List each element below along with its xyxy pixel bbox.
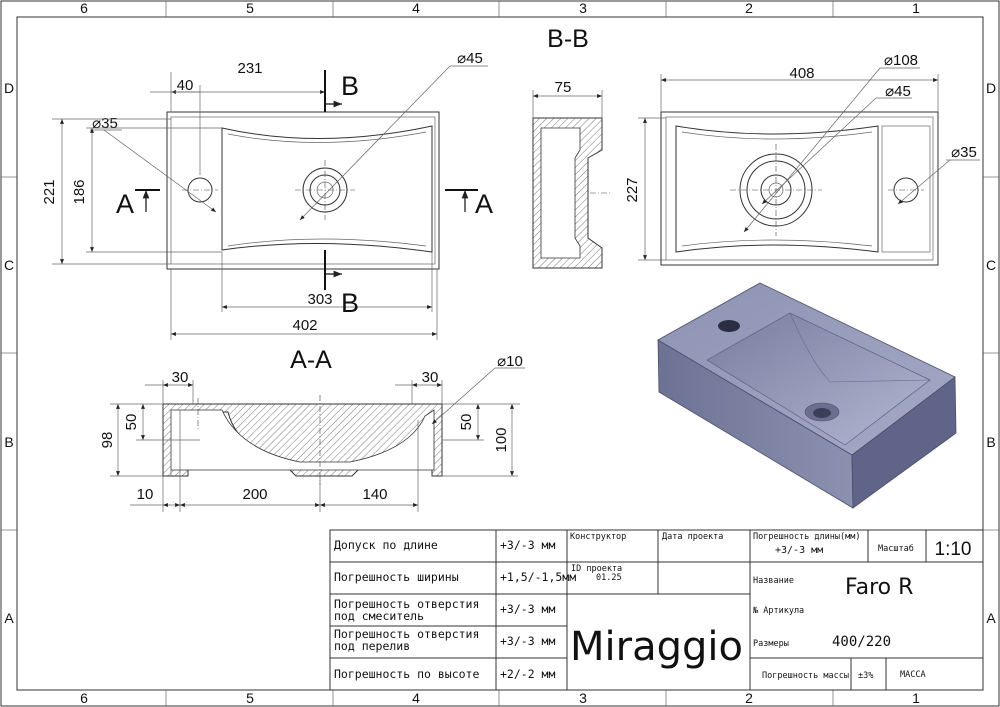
cut-label-a-right: A (475, 189, 493, 219)
dim-98: 98 (99, 432, 116, 449)
section-bb-label: B-B (547, 25, 589, 53)
dim-186: 186 (71, 179, 88, 204)
tb-article-label: № Артикула (752, 606, 804, 616)
zone-bottom-5: 5 (246, 690, 254, 706)
tb-row-4-value: +3/-3 мм (500, 634, 555, 648)
tb-length-error-label: Погрешность длины(мм) (753, 532, 860, 542)
zone-bottom-3: 3 (579, 690, 587, 706)
dim-408: 408 (789, 65, 814, 82)
section-bb: B-B 75 (532, 25, 610, 269)
zone-top-1: 1 (912, 0, 920, 16)
zone-right-c: C (986, 257, 996, 273)
dim-231: 231 (237, 60, 262, 77)
title-block: Допуск по длине +3/-3 мм Погрешность шир… (329, 529, 984, 691)
zone-top-5: 5 (246, 0, 254, 16)
dim-50-left: 50 (123, 414, 140, 431)
zone-right-b: B (986, 434, 995, 450)
zone-right-a: A (986, 610, 996, 626)
tb-mass-error-label: Погрешность массы (762, 671, 849, 681)
zone-left-a: A (4, 610, 14, 626)
tb-project-id-value: 01.25 (596, 573, 622, 583)
dim-140: 140 (362, 486, 387, 503)
dim-303: 303 (307, 291, 332, 308)
zone-right-d: D (986, 80, 996, 96)
tb-row-3-label-line2: под смеситель (334, 609, 424, 623)
dim-45-bottom: ⌀45 (885, 83, 911, 100)
zone-left-c: C (4, 257, 14, 273)
tb-length-error-value: +3/-3 мм (775, 545, 823, 556)
tb-size-label: Размеры (753, 639, 789, 649)
dim-227: 227 (624, 177, 641, 202)
cut-label-a-left: A (116, 189, 134, 219)
zone-labels: 6 5 4 3 2 1 6 5 4 3 2 1 D C B A D C B A (4, 0, 996, 706)
tb-row-4-label-line1: Погрешность отверстия (334, 627, 479, 641)
zone-top-6: 6 (80, 0, 88, 16)
zone-top-3: 3 (579, 0, 587, 16)
section-aa: A-A 30 30 ⌀10 50 98 50 100 (99, 346, 525, 512)
tb-row-1-label: Допуск по длине (334, 538, 438, 552)
dim-108: ⌀108 (884, 52, 918, 69)
sink-3d-mixer-hole (718, 320, 740, 332)
dim-30-right: 30 (422, 369, 439, 386)
tb-row-3-value: +3/-3 мм (500, 602, 555, 616)
zone-bottom-6: 6 (80, 690, 88, 706)
cut-label-b-top: B (341, 71, 359, 101)
tb-row-3-label-line1: Погрешность отверстия (334, 597, 479, 611)
bottom-view: 408 ⌀108 ⌀45 ⌀35 227 (624, 52, 980, 266)
dim-221: 221 (41, 179, 58, 204)
tb-scale-label: Масштаб (878, 543, 914, 554)
zone-left-b: B (4, 434, 13, 450)
zone-bottom-2: 2 (745, 690, 753, 706)
dim-35-top: ⌀35 (92, 115, 118, 132)
zone-top-4: 4 (412, 0, 420, 16)
tb-mass-label: МАССА (900, 670, 926, 680)
dim-100: 100 (493, 427, 510, 452)
tb-size-value: 400/220 (832, 634, 891, 650)
sink-3d-render (657, 282, 957, 509)
tb-constructor-label: Конструктор (570, 532, 626, 542)
tb-row-5-value: +2/-2 мм (500, 667, 555, 681)
zone-bottom-1: 1 (912, 690, 920, 706)
zone-bottom-4: 4 (412, 690, 420, 706)
top-view: 231 40 ⌀35 ⌀45 221 186 303 402 B B (41, 50, 493, 340)
dim-35-bottom: ⌀35 (951, 144, 977, 161)
section-aa-label: A-A (290, 346, 332, 374)
tb-row-2-value: +1,5/-1,5мм (500, 570, 576, 584)
dim-40: 40 (177, 77, 194, 94)
top-view-outline (166, 111, 440, 270)
tb-brand: Miraggio (570, 624, 743, 670)
dim-75: 75 (555, 79, 572, 96)
top-view-basin (221, 125, 433, 253)
tb-name-value: Faro R (845, 575, 913, 600)
tb-name-label: Название (753, 576, 794, 586)
dim-45-top: ⌀45 (457, 50, 483, 67)
dim-402: 402 (292, 317, 317, 334)
bottom-view-outline (660, 111, 939, 266)
tb-row-2-label: Погрешность ширины (334, 570, 459, 584)
tb-row-4-label-line2: под перелив (334, 639, 410, 653)
dim-200: 200 (242, 486, 267, 503)
dim-50-right: 50 (458, 414, 475, 431)
tb-scale-value: 1:10 (935, 539, 972, 560)
tb-row-5-label: Погрешность по высоте (334, 667, 479, 681)
tb-project-date-label: Дата проекта (662, 532, 723, 542)
dim-30-left: 30 (172, 369, 189, 386)
tb-project-id-label: ID проекта (571, 564, 622, 574)
tb-row-1-value: +3/-3 мм (500, 538, 555, 552)
dim-10: 10 (137, 486, 154, 503)
cut-label-b-bottom: B (341, 288, 359, 318)
zone-top-2: 2 (745, 0, 753, 16)
tb-mass-error-value: ±3% (858, 671, 873, 681)
zone-left-d: D (4, 80, 14, 96)
dim-10-dia: ⌀10 (497, 353, 523, 370)
